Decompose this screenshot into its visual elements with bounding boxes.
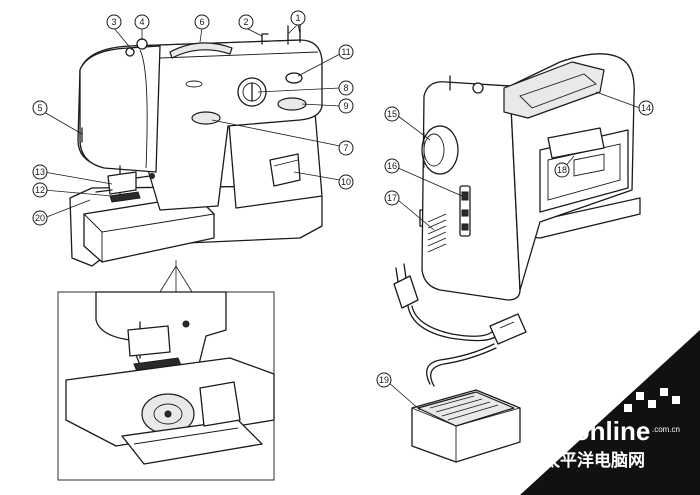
callout-label: 1 bbox=[295, 13, 300, 23]
callout-18: 18 bbox=[554, 162, 570, 178]
inset-detail-panel bbox=[57, 260, 275, 481]
watermark-brand: PConline bbox=[538, 416, 651, 446]
watermark-black-triangle bbox=[520, 330, 700, 495]
callout-5: 5 bbox=[32, 100, 48, 116]
callout-8: 8 bbox=[338, 80, 354, 96]
callout-15: 15 bbox=[384, 106, 400, 122]
callout-20: 20 bbox=[32, 210, 48, 226]
callout-label: 12 bbox=[35, 185, 45, 195]
callout-label: 17 bbox=[387, 193, 397, 203]
callout-6: 6 bbox=[194, 14, 210, 30]
callout-10: 10 bbox=[338, 174, 354, 190]
callout-label: 9 bbox=[343, 101, 348, 111]
callout-17: 17 bbox=[384, 190, 400, 206]
callout-7: 7 bbox=[338, 140, 354, 156]
leader-lines bbox=[43, 23, 641, 411]
callout-14: 14 bbox=[638, 100, 654, 116]
callout-label: 8 bbox=[343, 83, 348, 93]
watermark-tagline: 太平洋电脑网 bbox=[543, 450, 645, 470]
front-view-machine bbox=[69, 23, 323, 267]
callout-12: 12 bbox=[32, 182, 48, 198]
callout-label: 6 bbox=[199, 17, 204, 27]
callout-label: 14 bbox=[641, 103, 651, 113]
callout-1: 1 bbox=[290, 10, 306, 26]
callout-label: 13 bbox=[35, 167, 45, 177]
callout-label: 7 bbox=[343, 143, 348, 153]
callout-label: 11 bbox=[341, 47, 350, 57]
pconline-watermark: PConline .com.cn 太平洋电脑网 bbox=[520, 330, 700, 495]
callout-label: 2 bbox=[243, 17, 248, 27]
power-cord-and-foot-controller bbox=[393, 263, 527, 463]
callout-label: 19 bbox=[379, 375, 389, 385]
callout-2: 2 bbox=[238, 14, 254, 30]
watermark-pixel-blocks bbox=[600, 388, 680, 412]
callout-3: 3 bbox=[106, 14, 122, 30]
back-view-machine bbox=[419, 53, 641, 301]
callout-label: 16 bbox=[387, 161, 397, 171]
callout-19: 19 bbox=[376, 372, 392, 388]
watermark-domain: .com.cn bbox=[652, 425, 680, 434]
callout-4: 4 bbox=[134, 14, 150, 30]
callout-label: 15 bbox=[387, 109, 397, 119]
callout-label: 4 bbox=[139, 17, 144, 27]
callout-16: 16 bbox=[384, 158, 400, 174]
callout-9: 9 bbox=[338, 98, 354, 114]
callout-label: 20 bbox=[35, 213, 45, 223]
callout-label: 3 bbox=[111, 17, 116, 27]
callout-label: 18 bbox=[557, 165, 567, 175]
callout-13: 13 bbox=[32, 164, 48, 180]
callout-label: 10 bbox=[341, 177, 351, 187]
callout-11: 11 bbox=[338, 44, 354, 60]
callout-label: 5 bbox=[37, 103, 42, 113]
